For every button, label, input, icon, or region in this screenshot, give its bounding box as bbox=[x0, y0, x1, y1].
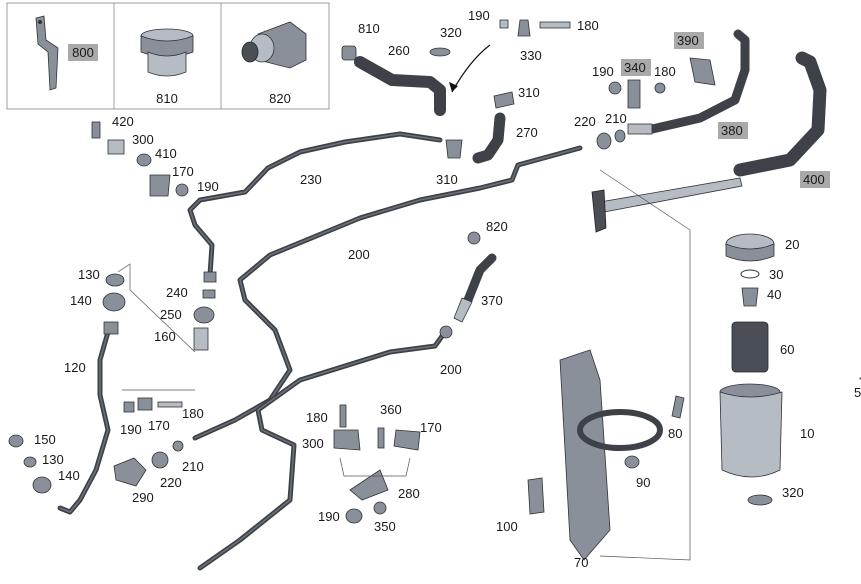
label-310: 310 bbox=[518, 85, 540, 100]
label-80: 80 bbox=[668, 426, 682, 441]
hose-380 bbox=[627, 29, 750, 135]
label-180: 180 bbox=[577, 18, 599, 33]
label-390: 390 bbox=[677, 33, 699, 48]
label-310: 310 bbox=[436, 172, 458, 187]
label-160: 160 bbox=[154, 329, 176, 344]
label-340: 340 bbox=[624, 60, 646, 75]
label-10: 10 bbox=[800, 426, 814, 441]
hose-260 bbox=[354, 56, 446, 116]
label-210: 210 bbox=[605, 111, 627, 126]
bracket-800-icon bbox=[35, 15, 59, 91]
label-350: 350 bbox=[374, 519, 396, 534]
label-150: 150 bbox=[34, 432, 56, 447]
label-220: 220 bbox=[160, 475, 182, 490]
label-810: 810 bbox=[358, 21, 380, 36]
small-parts bbox=[8, 19, 861, 524]
label-60: 60 bbox=[780, 342, 794, 357]
hose-370 bbox=[453, 253, 497, 323]
label-290: 290 bbox=[132, 490, 154, 505]
label-820: 820 bbox=[486, 219, 508, 234]
label-380: 380 bbox=[721, 123, 743, 138]
label-170: 170 bbox=[420, 420, 442, 435]
label-20: 20 bbox=[785, 237, 799, 252]
label-170: 170 bbox=[148, 418, 170, 433]
legend-box: 800 810 820 bbox=[6, 2, 330, 110]
callout-labels: 810 260 320 190 180 330 390 340 190 180 … bbox=[34, 8, 861, 570]
label-190: 190 bbox=[592, 64, 614, 79]
label-280: 280 bbox=[398, 486, 420, 501]
label-240: 240 bbox=[166, 285, 188, 300]
label-250: 250 bbox=[160, 307, 182, 322]
label-90: 90 bbox=[636, 475, 650, 490]
label-820-box: 820 bbox=[269, 91, 291, 106]
line-120 bbox=[57, 329, 111, 515]
fitting-820-icon bbox=[241, 21, 307, 69]
label-190: 190 bbox=[468, 8, 490, 23]
label-400: 400 bbox=[803, 172, 825, 187]
label-130: 130 bbox=[78, 267, 100, 282]
label-300: 300 bbox=[302, 436, 324, 451]
label-370: 370 bbox=[481, 293, 503, 308]
label-180: 180 bbox=[306, 410, 328, 425]
label-270: 270 bbox=[516, 125, 538, 140]
label-190: 190 bbox=[318, 509, 340, 524]
line-200-lower bbox=[197, 329, 448, 571]
label-190: 190 bbox=[197, 179, 219, 194]
label-130: 130 bbox=[42, 452, 64, 467]
fitting-810-icon bbox=[140, 28, 194, 77]
label-410: 410 bbox=[155, 146, 177, 161]
label-800: 800 bbox=[72, 45, 94, 60]
label-810-box: 810 bbox=[156, 91, 178, 106]
line-230 bbox=[187, 131, 443, 278]
label-40: 40 bbox=[767, 287, 781, 302]
label-170: 170 bbox=[172, 164, 194, 179]
label-180: 180 bbox=[654, 64, 676, 79]
label-360: 360 bbox=[380, 402, 402, 417]
label-140: 140 bbox=[58, 468, 80, 483]
label-230: 230 bbox=[300, 172, 322, 187]
label-200: 200 bbox=[440, 362, 462, 377]
label-30: 30 bbox=[769, 267, 783, 282]
label-320: 320 bbox=[440, 25, 462, 40]
reservoir-group bbox=[527, 169, 783, 561]
label-300: 300 bbox=[132, 132, 154, 147]
label-5: 5 bbox=[854, 385, 861, 400]
label-120: 120 bbox=[64, 360, 86, 375]
label-320: 320 bbox=[782, 485, 804, 500]
label-200: 200 bbox=[348, 247, 370, 262]
label-330: 330 bbox=[520, 48, 542, 63]
label-180: 180 bbox=[182, 406, 204, 421]
label-420: 420 bbox=[112, 114, 134, 129]
label-100: 100 bbox=[496, 519, 518, 534]
label-210: 210 bbox=[182, 459, 204, 474]
label-260: 260 bbox=[388, 43, 410, 58]
label-220: 220 bbox=[574, 114, 596, 129]
label-70: 70 bbox=[574, 555, 588, 570]
hose-270 bbox=[472, 112, 506, 164]
hose-400 bbox=[591, 51, 827, 233]
label-190: 190 bbox=[120, 422, 142, 437]
line-200-upper bbox=[192, 145, 583, 441]
label-140: 140 bbox=[70, 293, 92, 308]
